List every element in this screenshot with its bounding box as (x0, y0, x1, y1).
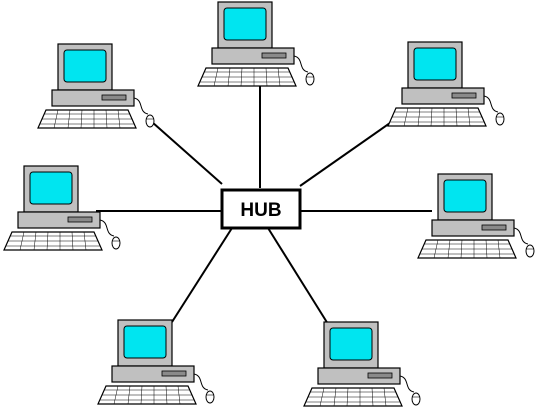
hub-label: HUB (240, 200, 281, 221)
desktop-computer-icon (417, 173, 535, 259)
desktop-computer-icon (303, 321, 421, 407)
link-lower-right (267, 227, 329, 325)
desktop-computer-icon (387, 41, 505, 127)
link-upper-right (299, 115, 401, 187)
desktop-computer-icon (197, 1, 315, 87)
desktop-computer-icon (3, 165, 121, 251)
link-upper-left (151, 121, 223, 185)
desktop-computer-icon (97, 319, 215, 405)
link-lower-left (171, 227, 233, 323)
hub-box (220, 188, 302, 230)
desktop-computer-icon (37, 43, 155, 129)
hub-node: HUB (220, 188, 302, 230)
